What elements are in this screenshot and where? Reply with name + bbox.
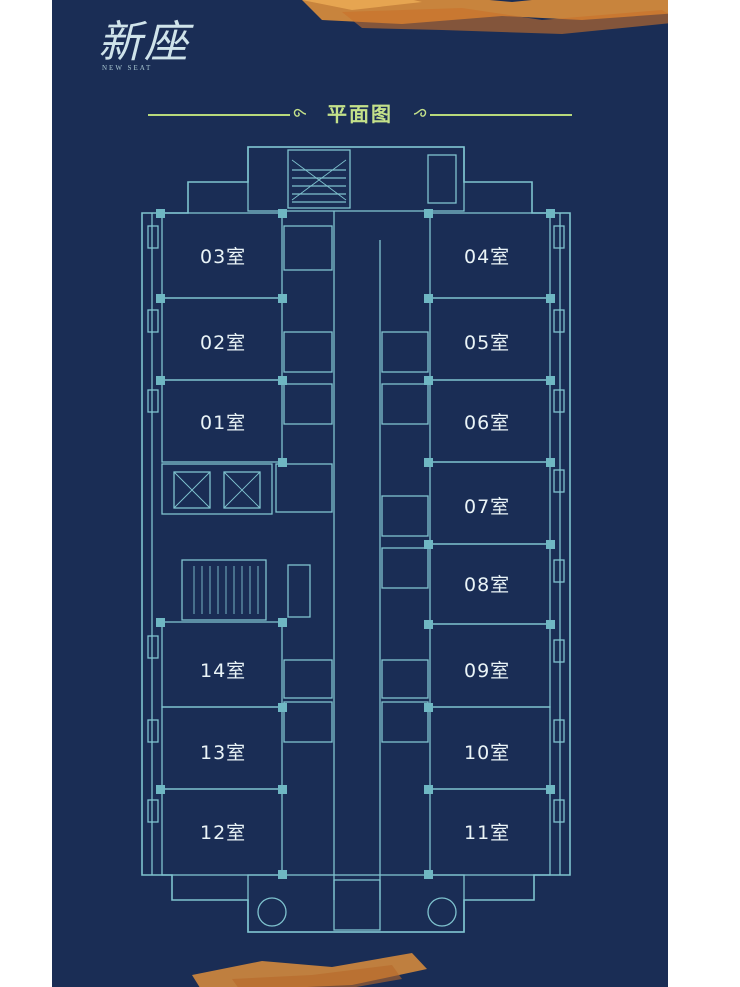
room-label-06: 06室 (464, 412, 511, 434)
room-label-08: 08室 (464, 574, 511, 596)
room-label-03: 03室 (200, 246, 247, 268)
floorplan-poster: 新座 NEW SEAT 平面图 (52, 0, 668, 987)
logo-main-text: 新座 (98, 17, 190, 68)
logo-sub-text: NEW SEAT (102, 64, 153, 72)
room-label-09: 09室 (464, 660, 511, 682)
room-label-13: 13室 (200, 742, 247, 764)
title-divider-right (430, 114, 572, 116)
title-divider-left (148, 114, 290, 116)
orange-brush-stroke-bottom (192, 953, 427, 987)
room-label-10: 10室 (464, 742, 511, 764)
page-title: 平面图 (327, 102, 393, 126)
ornament-right-icon (413, 108, 427, 117)
ornament-left-icon (293, 108, 307, 117)
brand-logo: 新座 NEW SEAT (98, 16, 190, 72)
room-label-11: 11室 (464, 822, 511, 844)
title-row: 平面图 (148, 98, 572, 130)
room-label-01: 01室 (200, 412, 247, 434)
floor-plan-drawing (141, 146, 571, 933)
room-label-04: 04室 (464, 246, 511, 268)
room-label-14: 14室 (200, 660, 247, 682)
room-label-12: 12室 (200, 822, 247, 844)
orange-brush-stroke-top (302, 0, 668, 34)
room-label-05: 05室 (464, 332, 511, 354)
room-label-02: 02室 (200, 332, 247, 354)
room-label-07: 07室 (464, 496, 511, 518)
